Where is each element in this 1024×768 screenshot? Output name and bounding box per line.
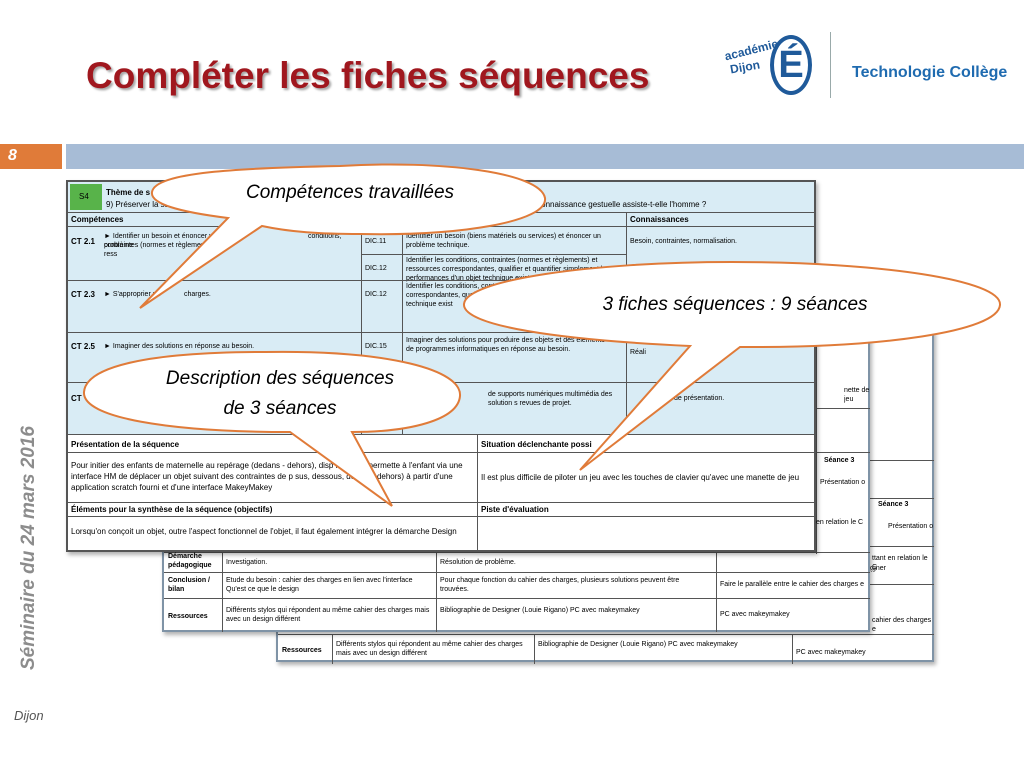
callout-description-text-1: Description des séquences <box>165 368 395 389</box>
slide-number: 8 <box>0 144 62 169</box>
sheet2-demarche-1: Investigation. <box>226 559 268 566</box>
row4-txt: Imaginer des solutions pour produire des… <box>406 337 605 353</box>
row4-desc: ► Imaginer des solutions en réponse au b… <box>104 343 255 350</box>
technologie-college-logo: Technologie Collège <box>852 64 1008 81</box>
row1-desc3: conditions, <box>308 233 342 240</box>
row2-dic: DIC.12 <box>365 265 387 272</box>
callout-fiches-text: 3 fiches séquences : 9 séances <box>602 294 868 315</box>
slide-title: Compléter les fiches séquences <box>86 55 650 96</box>
row3-code: CT 2.3 <box>71 290 96 299</box>
sheet2-ressources-2: Bibliographie de Designer (Louie Rigano)… <box>440 607 640 614</box>
row4-code: CT 2.5 <box>71 342 96 351</box>
row1-desc2: contraintes (normes et règlements) et re… <box>104 242 221 258</box>
theme-question-end: reconnaissance gestuelle assiste-t-elle … <box>530 200 707 209</box>
sheet2-conclusion-3: Faire le parallèle entre le cahier des c… <box>720 581 864 588</box>
presentation-label: Présentation de la séquence <box>71 440 180 449</box>
row1-code: CT 2.1 <box>71 237 96 246</box>
logo-e-letter: É <box>770 35 812 95</box>
row3-desc3: charges. <box>184 291 211 298</box>
situation-label: Situation déclenchante possi <box>481 440 592 449</box>
sheet2-demarche-label: Démarche pédagogique <box>168 553 212 569</box>
row1-txt: Identifier un besoin (biens matériels ou… <box>406 233 601 249</box>
footer-text: Dijon <box>14 708 44 723</box>
sheet2-seance3: Séance 3 <box>824 457 855 464</box>
elements-text: Lorsqu'on conçoit un objet, outre l'aspe… <box>71 527 457 536</box>
theme-question: 9) Préserver la sa <box>106 200 170 209</box>
sheet3-ressources-3: PC avec makeymakey <box>796 649 866 656</box>
side-seminar-text: Séminaire du 24 mars 2016 <box>18 426 39 670</box>
fiche-sequence-1: S4 Thème de s 9) Préserver la sa reconna… <box>66 180 816 552</box>
row3-txt: Identifier les conditions, contrai corre… <box>406 283 503 308</box>
row4-conn: Réali <box>630 349 646 356</box>
row3-desc: ► S'approprier un <box>104 291 161 298</box>
sheet2-conclusion-2: Pour chaque fonction du cahier des charg… <box>440 577 680 593</box>
sheet3-seance3: Séance 3 <box>878 501 909 508</box>
sheet2-manette: nette de jeu <box>844 387 870 403</box>
sheet2-gner: gner <box>870 565 872 572</box>
sheet2-ressources-1: Différents stylos qui répondent au même … <box>226 607 430 623</box>
row5-txt: de supports numériques multimédia des so… <box>488 391 613 407</box>
sheet2-conclusion-label: Conclusion / bilan <box>168 577 210 593</box>
col-connaissances: Connaissances <box>630 215 689 224</box>
row5-code: CT <box>71 394 82 403</box>
sheet3-presentation: Présentation o <box>888 523 934 530</box>
sheet3-ressources-label: Ressources <box>282 647 322 654</box>
header-bar <box>66 144 1024 169</box>
theme-label: Thème de s <box>106 188 151 197</box>
sheet2-conclusion-1: Etude du besoin : cahier des charges en … <box>226 577 413 593</box>
row3-dic: DIC.12 <box>365 291 387 298</box>
sheet3-ressources-2: Bibliographie de Designer (Louie Rigano)… <box>538 641 738 648</box>
row2-txt: Identifier les conditions, contraintes (… <box>406 257 610 282</box>
row4-dic: DIC.15 <box>365 343 387 350</box>
elements-label: Éléments pour la synthèse de la séquence… <box>71 505 273 514</box>
situation-text: Il est plus difficile de piloter un jeu … <box>481 473 800 482</box>
logo-separator <box>830 32 831 98</box>
piste-label: Piste d'évaluation <box>481 505 549 514</box>
row1-conn: Besoin, contraintes, normalisation. <box>630 238 737 245</box>
col-competences: Compétences <box>71 215 124 224</box>
sheet3-relation: ttant en relation le C <box>872 555 928 571</box>
sheet2-demarche-2: Résolution de problème. <box>440 559 516 566</box>
s4-badge: S4 <box>70 184 102 210</box>
sheet2-presentation: Présentation o <box>820 479 866 486</box>
sheet3-cahier: cahier des charges e <box>872 617 932 633</box>
row1-dic: DIC.11 <box>365 238 387 245</box>
col-e: e <box>458 215 463 224</box>
academie-logo: académie Dijon É <box>722 30 822 100</box>
callout-competences-text: Compétences travaillées <box>245 182 455 203</box>
presentation-text: Pour initier des enfants de maternelle a… <box>71 461 463 492</box>
sheet2-relation: en relation le C <box>816 519 864 526</box>
row5-conn: de présentation. <box>674 395 725 402</box>
sheet3-gner: gner <box>872 565 887 572</box>
sheet3-ressources-1: Différents stylos qui répondent au même … <box>336 641 523 657</box>
sheet2-ressources-label: Ressources <box>168 613 208 620</box>
sheet2-ressources-3: PC avec makeymakey <box>720 611 790 618</box>
callout-description-text-2: de 3 séances <box>223 398 337 419</box>
